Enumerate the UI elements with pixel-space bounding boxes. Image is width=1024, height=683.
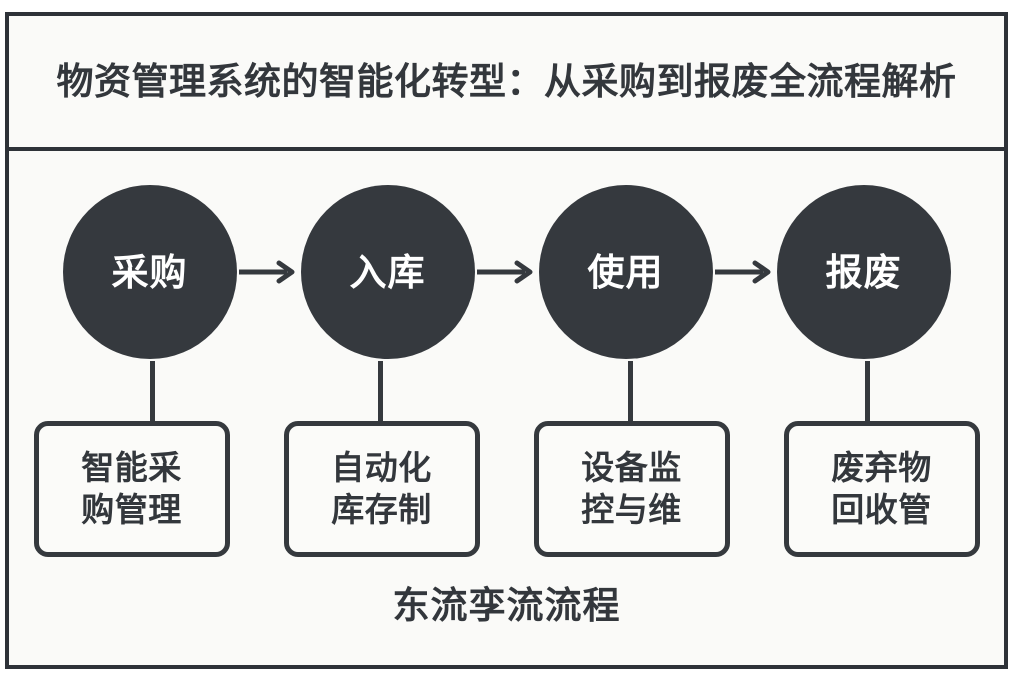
stage-circle-label: 使用 xyxy=(587,250,664,294)
stage-group-4: 报废 xyxy=(776,185,951,359)
stage-circle-warehousing[interactable]: 入库 xyxy=(300,185,475,359)
connector-line-4 xyxy=(865,361,870,423)
detail-box-label: 智能采购管理 xyxy=(81,448,182,529)
stage-circle-label: 入库 xyxy=(349,250,426,294)
stage-circle-usage[interactable]: 使用 xyxy=(538,185,713,359)
diagram-frame: 物资管理系统的智能化转型：从采购到报废全流程解析 采购 入库 xyxy=(5,12,1008,669)
stage-group-3: 使用 xyxy=(538,185,777,359)
detail-box-label: 废弃物回收管 xyxy=(831,448,932,529)
stage-circle-label: 报废 xyxy=(825,250,902,294)
arrow-right-icon xyxy=(713,260,777,284)
stage-group-1: 采购 xyxy=(62,185,301,359)
stage-circles-row: 采购 入库 xyxy=(9,183,1004,361)
stage-group-2: 入库 xyxy=(300,185,539,359)
detail-box-disposal[interactable]: 废弃物回收管 xyxy=(783,421,980,557)
stage-circle-disposal[interactable]: 报废 xyxy=(776,185,951,359)
flow-caption: 东流孪流流程 xyxy=(392,584,621,627)
detail-box-label: 设备监控与维 xyxy=(581,448,682,529)
detail-box-procurement[interactable]: 智能采购管理 xyxy=(33,421,230,557)
stage-circle-label: 采购 xyxy=(111,250,188,294)
detail-box-label: 自动化库存制 xyxy=(331,448,432,529)
diagram-title: 物资管理系统的智能化转型：从采购到报废全流程解析 xyxy=(56,59,957,103)
detail-box-usage[interactable]: 设备监控与维 xyxy=(533,421,730,557)
arrow-right-icon xyxy=(475,260,539,284)
title-band: 物资管理系统的智能化转型：从采购到报废全流程解析 xyxy=(9,16,1004,151)
stage-circle-procurement[interactable]: 采购 xyxy=(62,185,237,359)
connector-line-1 xyxy=(150,361,155,423)
detail-boxes-row: 智能采购管理 自动化库存制 设备监控与维 废弃物回收管 xyxy=(9,421,1004,557)
flow-body: 采购 入库 xyxy=(9,155,1004,669)
connector-line-3 xyxy=(628,361,633,423)
connector-line-2 xyxy=(378,361,383,423)
arrow-right-icon xyxy=(237,260,301,284)
detail-box-warehousing[interactable]: 自动化库存制 xyxy=(283,421,480,557)
